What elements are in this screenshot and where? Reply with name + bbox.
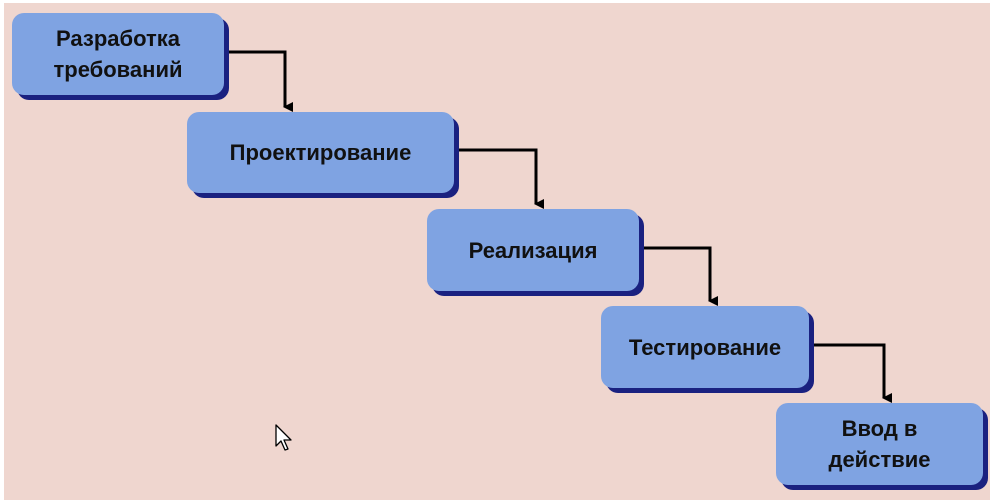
stage-testing: Тестирование [601, 306, 809, 388]
arrow-implementation-to-testing [639, 246, 718, 306]
stage-design: Проектирование [187, 112, 454, 193]
stage-deployment: Ввод в действие [776, 403, 983, 485]
stage-requirements: Разработка требований [12, 13, 224, 95]
stage-implementation-label: Реализация [468, 237, 598, 263]
arrow-design-to-implementation [454, 148, 544, 209]
connectors [224, 50, 892, 403]
stage-design-label: Проектирование [229, 140, 412, 165]
waterfall-diagram: Разработка требований Проектирование Реа… [4, 3, 990, 500]
stage-testing-label: Тестирование [628, 334, 782, 360]
mouse-pointer-icon [275, 424, 292, 451]
arrow-testing-to-deployment [809, 343, 892, 403]
arrow-requirements-to-design [224, 50, 293, 112]
stage-deployment-label: Ввод в действие [828, 416, 931, 472]
stage-implementation: Реализация [427, 209, 639, 291]
stage-requirements-label: Разработка требований [53, 26, 183, 82]
